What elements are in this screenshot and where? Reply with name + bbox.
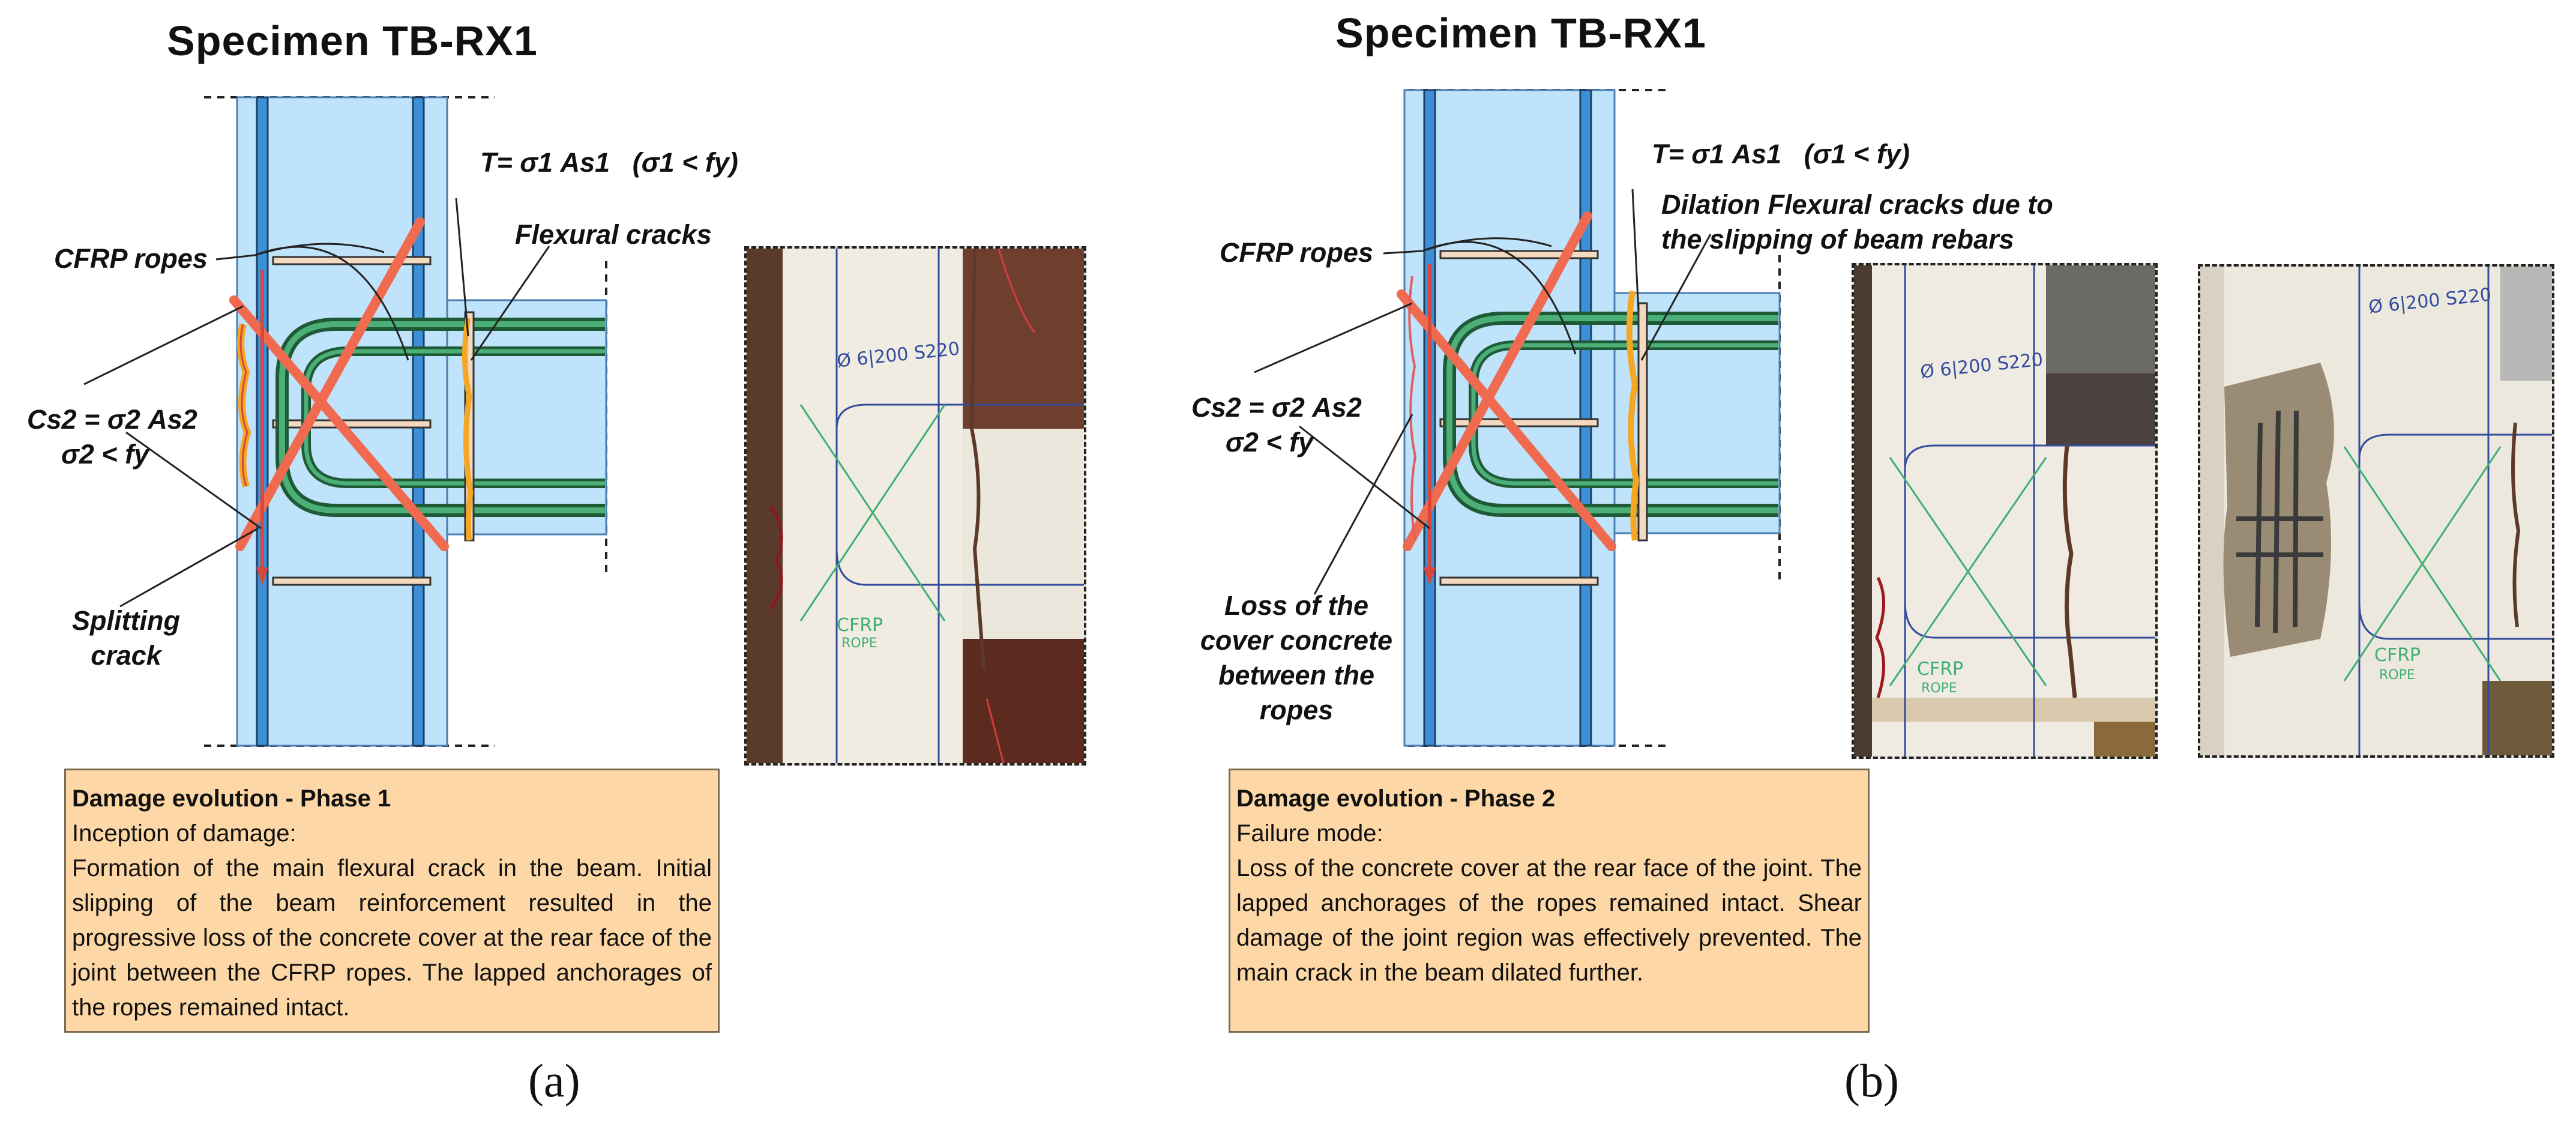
caption-a: (a) — [528, 1054, 580, 1107]
damage-box-b-text: Loss of the concrete cover at the rear f… — [1236, 855, 1862, 986]
photo-b2-rope-note: CFRP — [2374, 645, 2421, 666]
specimen-photo-b1: Ø 6|200 S220 CFRP ROPE — [1852, 263, 2158, 759]
tension-formula-a: T= σ1 As1 (σ1 < fy) — [480, 147, 738, 178]
caption-b: (b) — [1844, 1054, 1899, 1107]
photo-b1-rope-note: CFRP — [1917, 659, 1964, 680]
photo-a-drawing — [747, 249, 1084, 763]
damage-box-a-heading: Damage evolution - Phase 1 — [72, 785, 391, 812]
compression-formula-a: Cs2 = σ2 As2 σ2 < fy — [27, 404, 197, 470]
panel-a: Specimen TB-RX1 — [0, 0, 1260, 1130]
joint-diagram-b — [1254, 89, 1781, 747]
specimen-photo-b2: Ø 6|200 S220 CFRP ROPE — [2198, 264, 2554, 758]
cfrp-ropes-label-b: CFRP ropes — [1220, 237, 1373, 268]
damage-box-b-heading: Damage evolution - Phase 2 — [1236, 785, 1556, 812]
dilation-cracks-label-b: Dilation Flexural cracks due to the slip… — [1661, 189, 2053, 255]
damage-box-a-text: Formation of the main flexural crack in … — [72, 855, 712, 1021]
panel-a-title: Specimen TB-RX1 — [167, 17, 538, 64]
damage-box-b-subheading: Failure mode: — [1236, 820, 1383, 847]
photo-a-rope-note: CFRP — [837, 615, 883, 636]
specimen-photo-a: Ø 6|200 S220 CFRP ROPE — [744, 246, 1086, 766]
tension-formula-b: T= σ1 As1 (σ1 < fy) — [1652, 139, 1910, 169]
joint-diagram-a — [83, 96, 607, 747]
flexural-cracks-label-a: Flexural cracks — [515, 219, 712, 250]
compression-formula-b: Cs2 = σ2 As2 σ2 < fy — [1191, 392, 1362, 458]
panel-b-title: Specimen TB-RX1 — [1335, 10, 1706, 56]
splitting-crack-label-a: Splitting crack — [72, 605, 180, 671]
damage-box-a: Damage evolution - Phase 1 Inception of … — [64, 769, 720, 1033]
photo-a-rope-note-2: ROPE — [841, 636, 877, 651]
damage-box-a-subheading: Inception of damage: — [72, 820, 296, 847]
photo-b2-rope-note-2: ROPE — [2379, 668, 2415, 683]
damage-box-b: Damage evolution - Phase 2 Failure mode:… — [1229, 769, 1870, 1033]
photo-b1-drawing — [1854, 265, 2155, 757]
cfrp-ropes-label-a: CFRP ropes — [54, 243, 208, 274]
photo-b1-rope-note-2: ROPE — [1921, 681, 1957, 696]
loss-cover-label-b: Loss of the cover concrete between the r… — [1200, 590, 1393, 725]
photo-b2-drawing — [2200, 267, 2552, 755]
panel-b: Specimen TB-RX1 T= σ1 As1 (σ1 < fy) CFRP — [1176, 0, 2576, 1130]
